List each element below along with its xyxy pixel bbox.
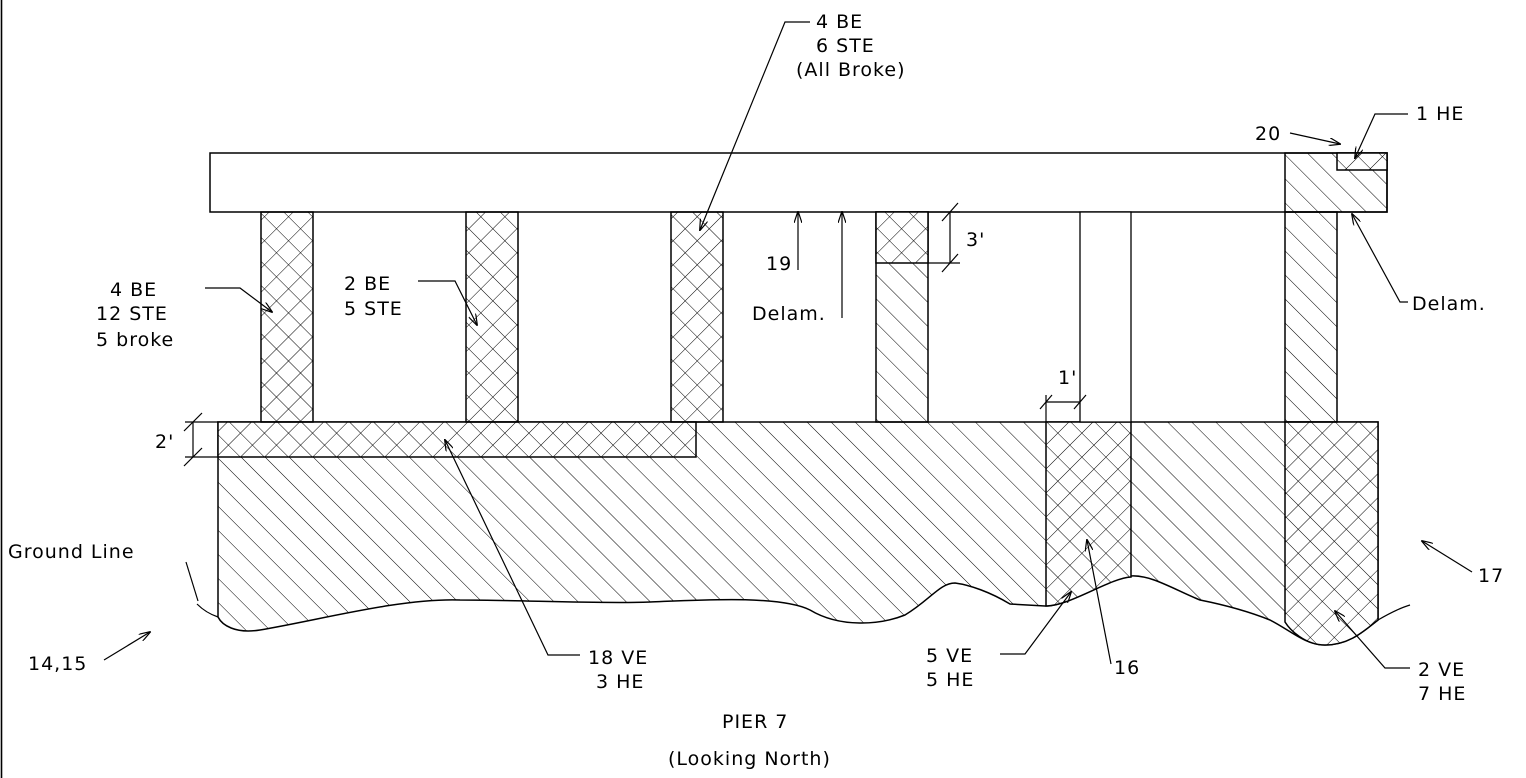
label-top-line2: 6 STE (816, 35, 875, 57)
label-footing-right-line1: 2 VE (1418, 659, 1465, 681)
column-1 (260, 211, 314, 423)
leader-16 (1087, 540, 1112, 665)
leader-top (700, 21, 810, 230)
label-16: 16 (1114, 657, 1140, 679)
label-footing-left-line1: 18 VE (588, 647, 648, 669)
dim-3ft-label: 3' (966, 229, 985, 251)
label-delam-mid: Delam. (752, 303, 826, 325)
dim-1ft-label: 1' (1058, 367, 1077, 389)
label-footing-mid-line1: 5 VE (926, 645, 973, 667)
label-footing-left-line2: 3 HE (596, 671, 644, 693)
leader-14-15 (103, 632, 150, 661)
leader-17 (1422, 541, 1473, 573)
footing-right-spall-zone (1284, 421, 1379, 646)
footing-top-spall-zone (217, 421, 697, 458)
drawing-title: PIER 7 (722, 711, 788, 733)
leader-20 (1289, 132, 1340, 144)
leader-ground-line (185, 561, 199, 602)
label-17: 17 (1478, 565, 1504, 587)
leader-left-post (205, 287, 272, 312)
dim-2ft-label: 2' (155, 431, 174, 453)
label-14-15: 14,15 (28, 653, 87, 675)
drawing-subtitle: (Looking North) (668, 748, 831, 770)
dimension-3ft (928, 202, 960, 273)
label-top-line3: (All Broke) (796, 59, 906, 81)
leader-footing-mid (1000, 592, 1071, 655)
column-6 (1284, 211, 1338, 423)
leader-second-post (418, 280, 477, 325)
dimension-2ft (183, 412, 218, 467)
label-left-post-line3: 5 broke (96, 329, 174, 351)
leader-1-he (1355, 113, 1408, 158)
column-5 (1079, 211, 1132, 423)
pier-cap-corner-spall (1336, 152, 1388, 171)
leader-footing-left (445, 440, 580, 656)
label-footing-right-line2: 7 HE (1418, 683, 1466, 705)
column-2 (465, 211, 519, 423)
leader-delam-right (1352, 214, 1408, 303)
label-1-he: 1 HE (1416, 103, 1464, 125)
label-top-line1: 4 BE (816, 11, 863, 33)
column-3 (670, 211, 724, 423)
dimension-1ft (1039, 394, 1087, 422)
ground-line (196, 603, 219, 618)
label-delam-right: Delam. (1412, 293, 1486, 315)
label-left-post-line2: 12 STE (96, 303, 168, 325)
label-left-post-line1: 4 BE (110, 279, 157, 301)
label-20: 20 (1255, 123, 1281, 145)
leader-footing-right (1335, 611, 1410, 669)
pier-cap (209, 152, 1388, 213)
label-second-post-line1: 2 BE (344, 273, 391, 295)
label-ground-line: Ground Line (8, 541, 135, 563)
label-19: 19 (766, 253, 792, 275)
label-second-post-line2: 5 STE (344, 298, 403, 320)
label-footing-mid-line2: 5 HE (926, 669, 974, 691)
column-4-top-spall (875, 211, 929, 264)
footing-mid-spall-zone (1045, 421, 1132, 607)
